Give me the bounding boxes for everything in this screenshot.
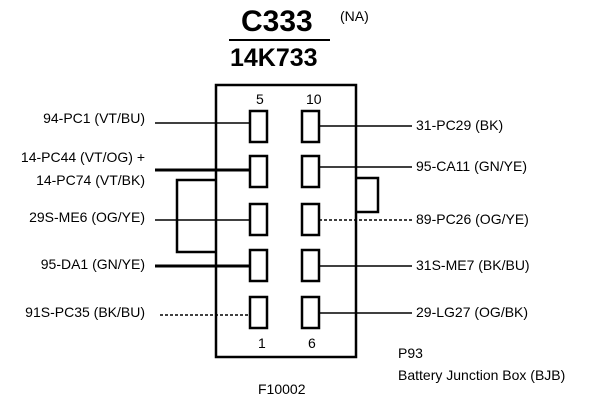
location-code: P93 [398, 345, 423, 361]
pin-cavity-6 [300, 295, 321, 330]
harness-id: 14K733 [230, 44, 318, 72]
pin-number-10: 10 [306, 91, 322, 107]
splice-loop [175, 178, 216, 254]
wire-label-right-5: 29-LG27 (OG/BK) [416, 304, 528, 320]
wire-label-left-4: 29S-ME6 (OG/YE) [29, 209, 145, 225]
pin-cavity-9 [300, 154, 321, 189]
connector-housing [214, 83, 358, 359]
wire-label-right-4: 31S-ME7 (BK/BU) [416, 257, 530, 273]
wire-label-left-2: 14-PC44 (VT/OG) + [21, 149, 145, 165]
wire-label-right-2: 95-CA11 (GN/YE) [416, 158, 527, 174]
pin-cavity-4 [248, 154, 269, 189]
location-name: Battery Junction Box (BJB) [398, 367, 565, 383]
connector-id: C333 [241, 5, 313, 38]
pin-number-5: 5 [256, 91, 264, 107]
pin-cavity-3 [248, 202, 269, 237]
pin-cavity-7 [300, 248, 321, 283]
wire-label-left-5: 95-DA1 (GN/YE) [41, 256, 145, 272]
pin-cavity-5 [248, 109, 269, 144]
pin-number-1: 1 [258, 335, 266, 351]
pin-cavity-10 [300, 109, 321, 144]
pin-number-6: 6 [308, 335, 316, 351]
figure-id: F10002 [258, 381, 306, 397]
wire-label-right-3: 89-PC26 (OG/YE) [416, 211, 529, 227]
housing-latch [356, 176, 380, 214]
pin-cavity-1 [248, 295, 269, 330]
wire-label-left-3: 14-PC74 (VT/BK) [36, 172, 145, 188]
connector-note: (NA) [340, 8, 369, 24]
wire-label-left-6: 91S-PC35 (BK/BU) [25, 304, 145, 320]
wire-label-right-1: 31-PC29 (BK) [416, 117, 503, 133]
pin-cavity-8 [300, 202, 321, 237]
wire-label-left-1: 94-PC1 (VT/BU) [43, 110, 145, 126]
pin-cavity-2 [248, 248, 269, 283]
